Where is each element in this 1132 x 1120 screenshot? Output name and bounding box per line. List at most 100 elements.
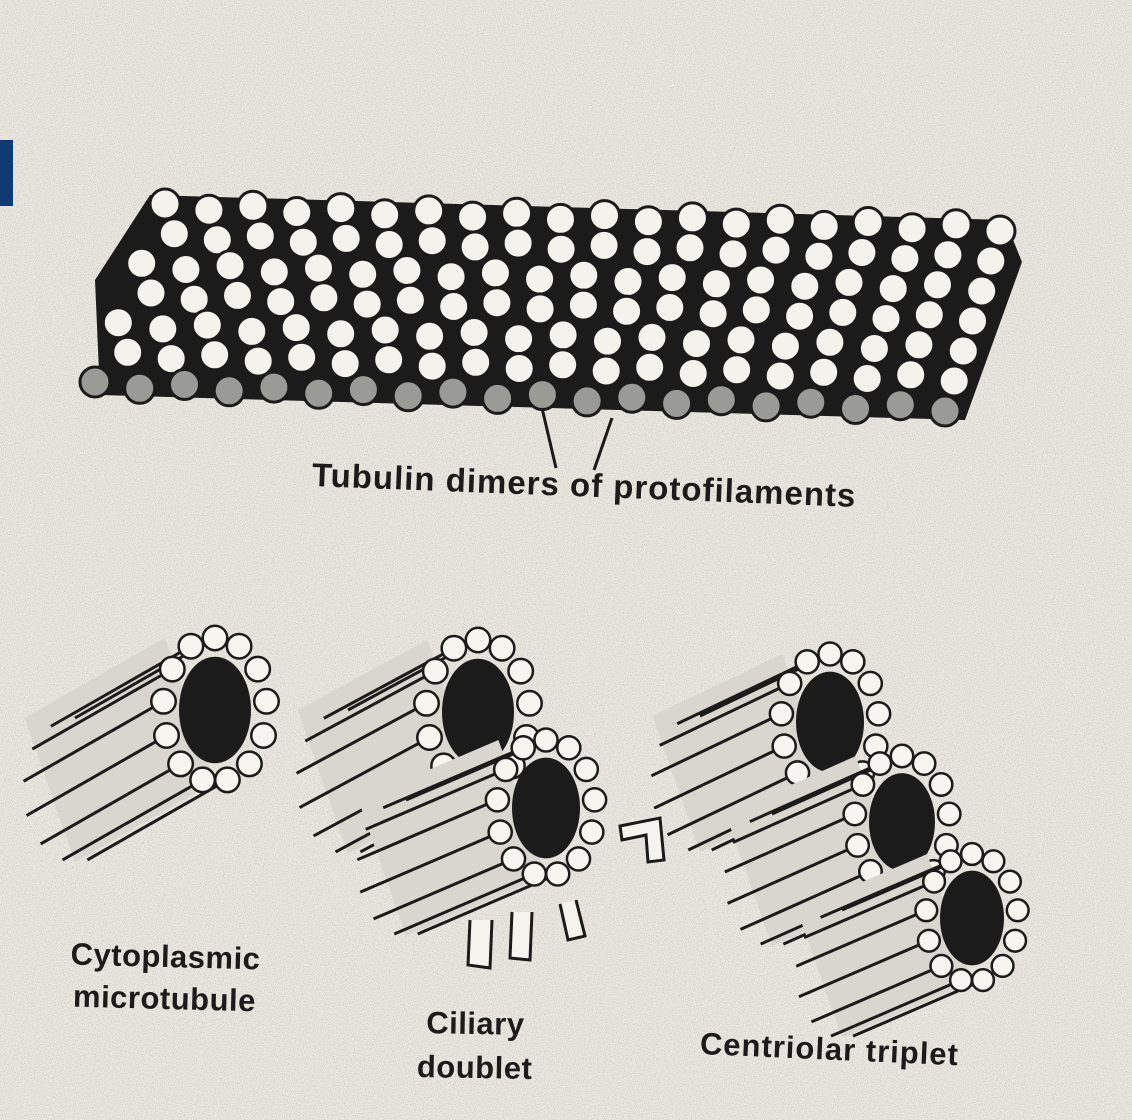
cytoplasmic-microtubule-label: Cytoplasmic microtubule <box>39 933 291 1024</box>
tubulin-dimer <box>414 196 444 226</box>
protofilament <box>151 689 175 713</box>
tubulin-dimer <box>847 238 877 268</box>
protofilament <box>489 821 512 844</box>
tubulin-dimer <box>897 214 927 244</box>
tubulin-dimer <box>612 296 642 326</box>
protofilament <box>915 899 937 921</box>
tubulin-dimer <box>741 295 771 325</box>
tubulin-dimer <box>417 351 447 381</box>
tubulin-dimer <box>194 195 224 225</box>
tubulin-dimer <box>374 345 404 375</box>
tubulin-dimer <box>150 189 180 219</box>
tubulin-dimer <box>871 304 901 334</box>
protofilament <box>846 834 868 856</box>
protofilament <box>417 725 441 749</box>
tubulin-dimer <box>770 331 800 361</box>
tubulin-dimer <box>568 290 598 320</box>
protofilament <box>423 659 447 683</box>
protofilament <box>972 969 994 991</box>
protofilament <box>580 821 603 844</box>
tubulin-dimer <box>878 274 908 304</box>
tubulin-dimer <box>127 248 157 278</box>
protofilament <box>512 736 535 759</box>
cytoplasmic-label-line1: Cytoplasmic <box>40 933 291 982</box>
tubulin-dimer <box>438 377 468 407</box>
tubulin-dimer <box>617 382 647 412</box>
protofilament <box>940 850 962 872</box>
tubulin-dimer <box>237 316 267 346</box>
protofilament <box>999 871 1021 893</box>
protofilament <box>546 862 569 885</box>
protofilament <box>486 788 509 811</box>
tubulin-dimer <box>548 320 578 350</box>
tubulin-dimer <box>722 355 752 385</box>
tubulin-dimer <box>348 375 378 405</box>
protofilament <box>844 803 866 825</box>
tubulin-dimer <box>287 342 317 372</box>
tubulin-dimer <box>904 330 934 360</box>
protofilament <box>1007 899 1029 921</box>
protofilament <box>930 773 952 795</box>
tubulin-dimer <box>331 223 361 253</box>
tubulin-dimer <box>527 380 557 410</box>
ciliary-label-line2: doublet <box>389 1045 560 1092</box>
microtubule-lattice <box>80 189 1022 426</box>
protofilament <box>931 955 953 977</box>
protofilament <box>867 702 890 725</box>
tubulin-dimer <box>593 326 623 356</box>
protofilament <box>859 672 882 695</box>
protofilament <box>251 723 275 747</box>
protofilament <box>160 657 184 681</box>
tubulin-dimer <box>834 267 864 297</box>
tubulin-dimer <box>113 337 143 367</box>
tubulin-dimer <box>374 230 404 260</box>
protofilament <box>852 773 874 795</box>
ciliary-label-line1: Ciliary <box>390 1001 561 1048</box>
tubulin-dimer <box>370 315 400 345</box>
tubulin-dimer <box>589 230 619 260</box>
tubulin-dimer <box>546 234 576 264</box>
tubulin-dimer <box>930 396 960 426</box>
tubulin-dimer <box>859 334 889 364</box>
tubulin-dimer <box>245 221 275 251</box>
tubulin-dimer <box>761 235 791 265</box>
tubulin-dimer <box>591 356 621 386</box>
tubulin-dimer <box>809 357 839 387</box>
tubulin-dimer <box>192 310 222 340</box>
tubulin-dimer <box>504 354 534 384</box>
protofilament <box>557 736 580 759</box>
tubulin-dimer <box>392 256 422 286</box>
protofilament <box>442 636 466 660</box>
tubulin-dimer <box>525 264 555 294</box>
tubulin-dimer <box>436 262 466 292</box>
protofilament <box>583 788 606 811</box>
tubulin-dimer <box>885 390 915 420</box>
protofilament <box>818 642 841 665</box>
tubulin-dimer <box>948 336 978 366</box>
tubulin-dimer <box>613 267 643 297</box>
tubulin-dimer <box>967 276 997 306</box>
protofilament <box>154 723 178 747</box>
tubulin-dimer <box>923 270 953 300</box>
tubulin-dimer <box>215 251 245 281</box>
protofilament <box>913 752 935 774</box>
protofilament <box>923 871 945 893</box>
protofilament <box>1004 930 1026 952</box>
tubulin-dimer <box>941 210 971 240</box>
tubulin-dimer <box>796 387 826 417</box>
tubulin-dimer <box>200 340 230 370</box>
tubulin-dimer <box>790 271 820 301</box>
tubulin-dimer <box>706 385 736 415</box>
cytoplasmic-label-line2: microtubule <box>39 975 290 1024</box>
protofilament <box>523 862 546 885</box>
protofilament <box>796 650 819 673</box>
protofilament <box>203 626 227 650</box>
protofilament <box>237 752 261 776</box>
protofilament <box>508 659 532 683</box>
tubulin-dimer <box>238 191 268 221</box>
protofilament <box>254 689 278 713</box>
tubulin-dimer <box>439 292 469 322</box>
tubulin-dimer <box>125 373 155 403</box>
tubulin-dimer <box>458 202 488 232</box>
tubulin-dimer <box>103 308 133 338</box>
